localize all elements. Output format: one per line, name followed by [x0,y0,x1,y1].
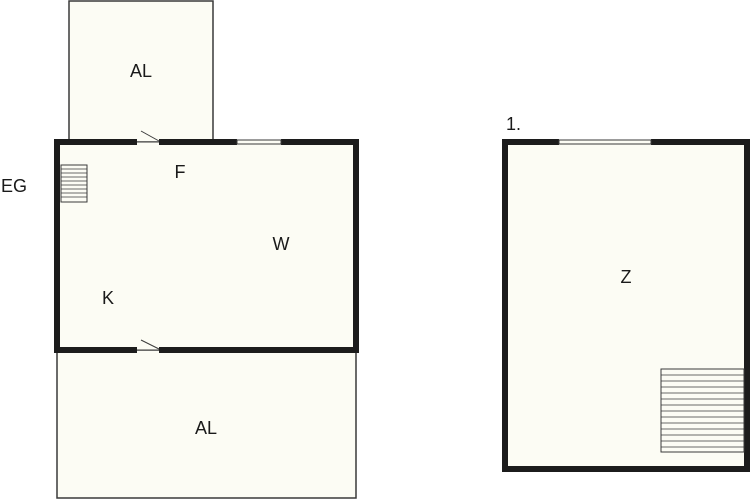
wall-right [353,139,359,353]
floor-label-ground: EG [1,176,27,196]
balcony-top-area [68,0,214,143]
stairs-upper-icon [660,368,745,453]
floor-label-upper: 1. [506,114,521,134]
wall-upper-left [502,139,508,472]
door-to-balcony-top [137,130,160,143]
wall-top-left [54,139,137,145]
wall-upper-top-right [651,139,750,145]
door-to-balcony-bottom [137,339,160,351]
room-label-balcony-bottom: AL [195,418,217,438]
ground-floor-interior [57,142,356,350]
room-label-living: W [273,234,290,254]
window-upper-top [558,139,652,145]
room-label-corridor: F [175,162,186,182]
wall-top-middle [159,139,237,145]
balcony-bottom-area [56,349,357,499]
wall-bottom-left [54,347,137,353]
wall-upper-right [744,139,750,472]
room-label-balcony-top: AL [130,61,152,81]
wall-upper-top-left [502,139,559,145]
stairs-ground-icon [60,164,88,203]
wall-bottom-right [159,347,359,353]
wall-top-right [281,139,359,145]
room-label-kitchen: K [102,288,114,308]
ground-floor-walls [54,139,359,353]
window-ground-top [236,139,282,145]
wall-left [54,139,60,353]
upper-floor-walls [502,139,750,472]
room-label-room: Z [621,267,632,287]
wall-upper-bottom [502,466,750,472]
